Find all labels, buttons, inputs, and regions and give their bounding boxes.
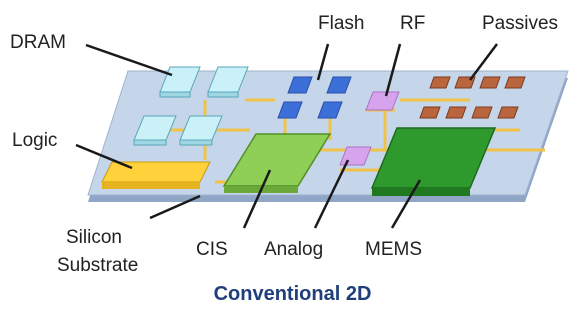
label-passives: Passives <box>482 13 559 34</box>
passive-components <box>419 76 526 119</box>
label-analog: Analog <box>264 239 324 260</box>
dram-chips <box>133 66 249 146</box>
mems-chip <box>370 127 497 196</box>
label-logic: Logic <box>12 130 58 151</box>
label-silicon: Silicon <box>66 227 122 248</box>
label-cis: CIS <box>196 239 228 260</box>
label-substrate: Substrate <box>57 255 139 276</box>
label-flash: Flash <box>318 13 365 34</box>
label-rf: RF <box>400 13 426 34</box>
label-mems: MEMS <box>365 239 422 260</box>
flash-chips <box>277 76 352 119</box>
diagram-caption: Conventional 2D <box>213 283 372 305</box>
leader-lines <box>75 43 498 229</box>
logic-chip <box>101 161 211 189</box>
rf-chip <box>365 91 400 111</box>
label-dram: DRAM <box>10 32 66 53</box>
